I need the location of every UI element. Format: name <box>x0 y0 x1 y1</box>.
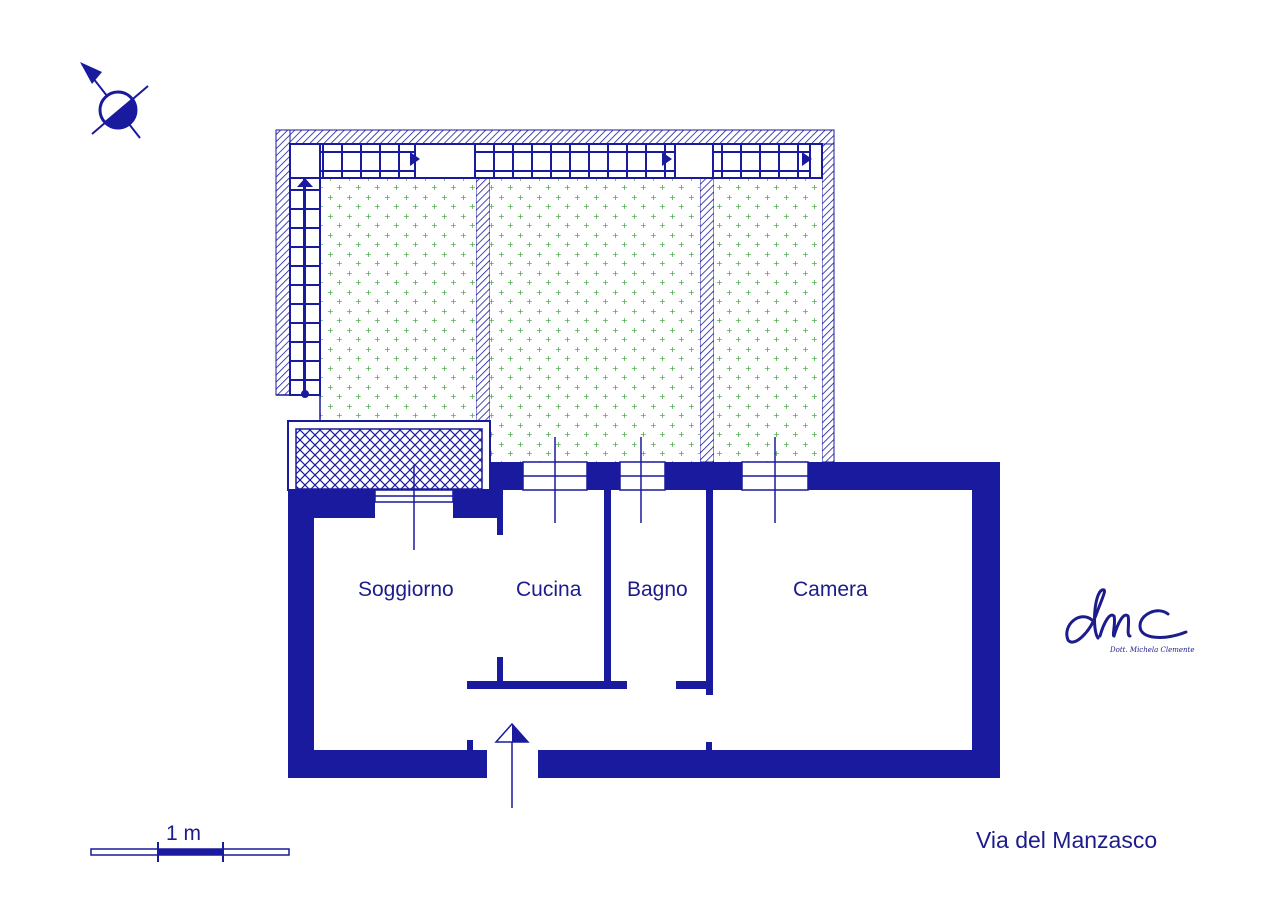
street-name: Via del Manzasco <box>976 827 1158 853</box>
room-label-camera: Camera <box>793 578 868 601</box>
room-label-soggiorno: Soggiorno <box>358 578 454 601</box>
walls <box>288 462 1000 778</box>
room-label-bagno: Bagno <box>627 578 688 601</box>
north-compass-icon <box>80 62 149 139</box>
entrance-arrow-icon <box>494 722 530 808</box>
garden-area <box>714 178 822 462</box>
terrace <box>275 129 835 463</box>
logo-subtitle: Dott. Michela Clemente <box>1110 646 1195 654</box>
scale-label: 1 m <box>166 822 202 845</box>
garden-area <box>490 178 700 462</box>
garden-area <box>320 178 476 422</box>
room-label-cucina: Cucina <box>516 578 582 601</box>
scale-bar <box>90 842 290 862</box>
logo <box>1065 588 1188 644</box>
